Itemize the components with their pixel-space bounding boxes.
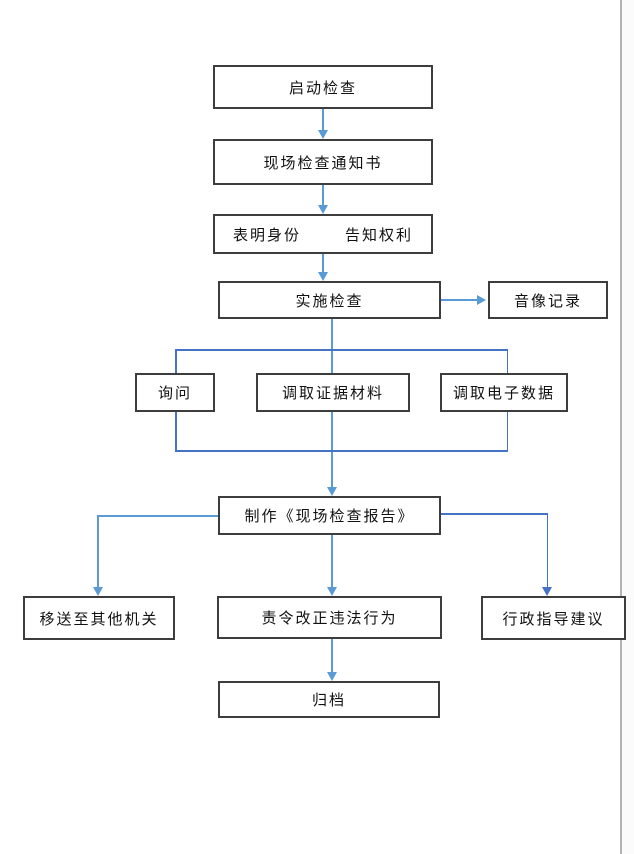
connector-report-guidance-v	[546, 513, 548, 588]
node-retrieve-evidence-label: 调取证据材料	[281, 384, 384, 402]
bracket-bottom-line	[175, 450, 508, 452]
connector-report-transfer-h	[97, 515, 218, 517]
node-make-report-label: 制作《现场检查报告》	[244, 507, 415, 525]
node-retrieve-evidence: 调取证据材料	[256, 373, 410, 412]
arrowhead-identity-implement	[318, 272, 328, 281]
arrowhead-report-order	[327, 587, 337, 596]
page-right-border	[620, 0, 622, 854]
arrowhead-implement-avrecord	[477, 295, 486, 305]
node-identity-and-rights: 表明身份 告知权利	[213, 214, 433, 254]
node-identity-label: 表明身份	[232, 225, 301, 244]
arrowhead-report-transfer	[93, 587, 103, 596]
node-admin-guidance-label: 行政指导建议	[502, 609, 605, 628]
node-archive-label: 归档	[311, 691, 346, 709]
connector-notice-identity	[322, 185, 324, 206]
node-inspection-notice: 现场检查通知书	[213, 139, 433, 185]
arrowhead-implement-report	[327, 487, 337, 496]
node-inspection-notice-label: 现场检查通知书	[263, 153, 383, 172]
connector-order-archive	[331, 639, 333, 673]
node-implement-inspection: 实施检查	[218, 281, 441, 319]
connector-identity-implement	[322, 254, 324, 273]
arrowhead-notice-identity	[318, 205, 328, 214]
node-archive: 归档	[218, 681, 440, 718]
node-order-correction: 责令改正违法行为	[217, 596, 442, 639]
node-identity-and-rights-labels: 表明身份 告知权利	[233, 224, 413, 245]
node-transfer-other-agency-label: 移送至其他机关	[39, 609, 159, 628]
connector-implement-avrecord	[441, 299, 478, 301]
node-av-record: 音像记录	[488, 281, 608, 319]
node-start-inspection-label: 启动检查	[288, 78, 357, 97]
node-start-inspection: 启动检查	[213, 65, 433, 109]
node-retrieve-edata: 调取电子数据	[440, 373, 568, 412]
arrowhead-start-notice	[318, 130, 328, 139]
connector-report-guidance-h	[441, 513, 548, 515]
node-inquiry-label: 询问	[157, 384, 192, 402]
node-implement-inspection-label: 实施检查	[295, 291, 364, 310]
node-rights-label: 告知权利	[345, 225, 414, 244]
connector-start-notice	[322, 108, 324, 132]
connector-report-order	[331, 535, 333, 588]
node-retrieve-edata-label: 调取电子数据	[452, 384, 555, 402]
node-make-report: 制作《现场检查报告》	[218, 496, 441, 535]
node-order-correction-label: 责令改正违法行为	[261, 609, 398, 627]
connector-report-transfer-v	[97, 515, 99, 588]
arrowhead-report-guidance	[542, 587, 552, 596]
bracket-top-line	[175, 349, 508, 351]
arrowhead-order-archive	[327, 672, 337, 681]
node-transfer-other-agency: 移送至其他机关	[23, 596, 175, 640]
node-admin-guidance: 行政指导建议	[481, 596, 626, 640]
page-right-gutter	[622, 0, 634, 854]
node-av-record-label: 音像记录	[513, 291, 582, 310]
node-inquiry: 询问	[135, 373, 215, 412]
